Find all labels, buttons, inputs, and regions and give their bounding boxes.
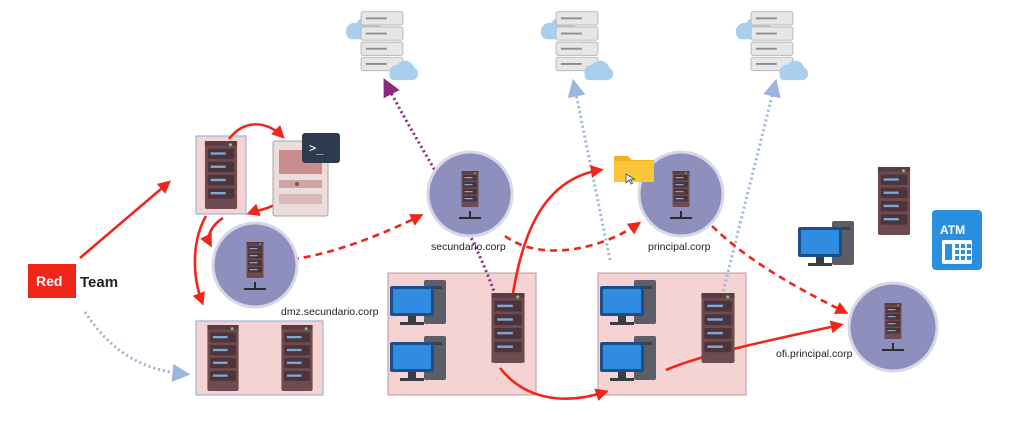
cloud-server-principal-icon bbox=[540, 11, 614, 81]
red-team-badge-red: Red bbox=[36, 273, 62, 289]
terminal-server: >_ bbox=[272, 133, 340, 217]
folder-icon bbox=[614, 156, 654, 185]
ofi-node-server-icon bbox=[884, 303, 902, 339]
node-ofi bbox=[847, 281, 939, 373]
label-ofi: ofi.principal.corp bbox=[776, 348, 853, 360]
red-team-badge: Red Team bbox=[28, 264, 118, 298]
dmz-node-server-icon bbox=[246, 242, 264, 278]
internal-server-2-icon bbox=[281, 325, 313, 391]
terminal-prompt: >_ bbox=[309, 141, 324, 155]
cloud-link-lines bbox=[83, 78, 781, 382]
red-team-badge-team: Team bbox=[80, 274, 118, 291]
node-principal bbox=[637, 150, 725, 238]
dmz-server-icon bbox=[204, 141, 238, 209]
principal-lan-server-icon bbox=[701, 293, 735, 363]
cloud-server-secundario-icon bbox=[345, 11, 419, 81]
node-dmz bbox=[211, 221, 299, 309]
node-secundario bbox=[426, 150, 514, 238]
internal-server-1-icon bbox=[207, 325, 239, 391]
branch-pc-icon bbox=[798, 221, 854, 266]
attack-paths-dashed bbox=[255, 214, 849, 314]
branch-server-icon bbox=[877, 167, 911, 235]
secundario-lan-server-icon bbox=[491, 293, 525, 363]
attack-paths bbox=[79, 123, 844, 401]
label-secundario: secundario.corp bbox=[431, 241, 506, 253]
cloud-server-ofi-icon bbox=[735, 11, 809, 81]
atm-label: ATM bbox=[940, 223, 965, 237]
principal-node-server-icon bbox=[672, 171, 690, 207]
atm-icon: ATM bbox=[932, 210, 982, 270]
label-dmz: dmz.secundario.corp bbox=[281, 306, 379, 318]
secundario-node-server-icon bbox=[461, 171, 479, 207]
label-principal: principal.corp bbox=[648, 241, 711, 253]
terminal-icon bbox=[302, 133, 340, 163]
